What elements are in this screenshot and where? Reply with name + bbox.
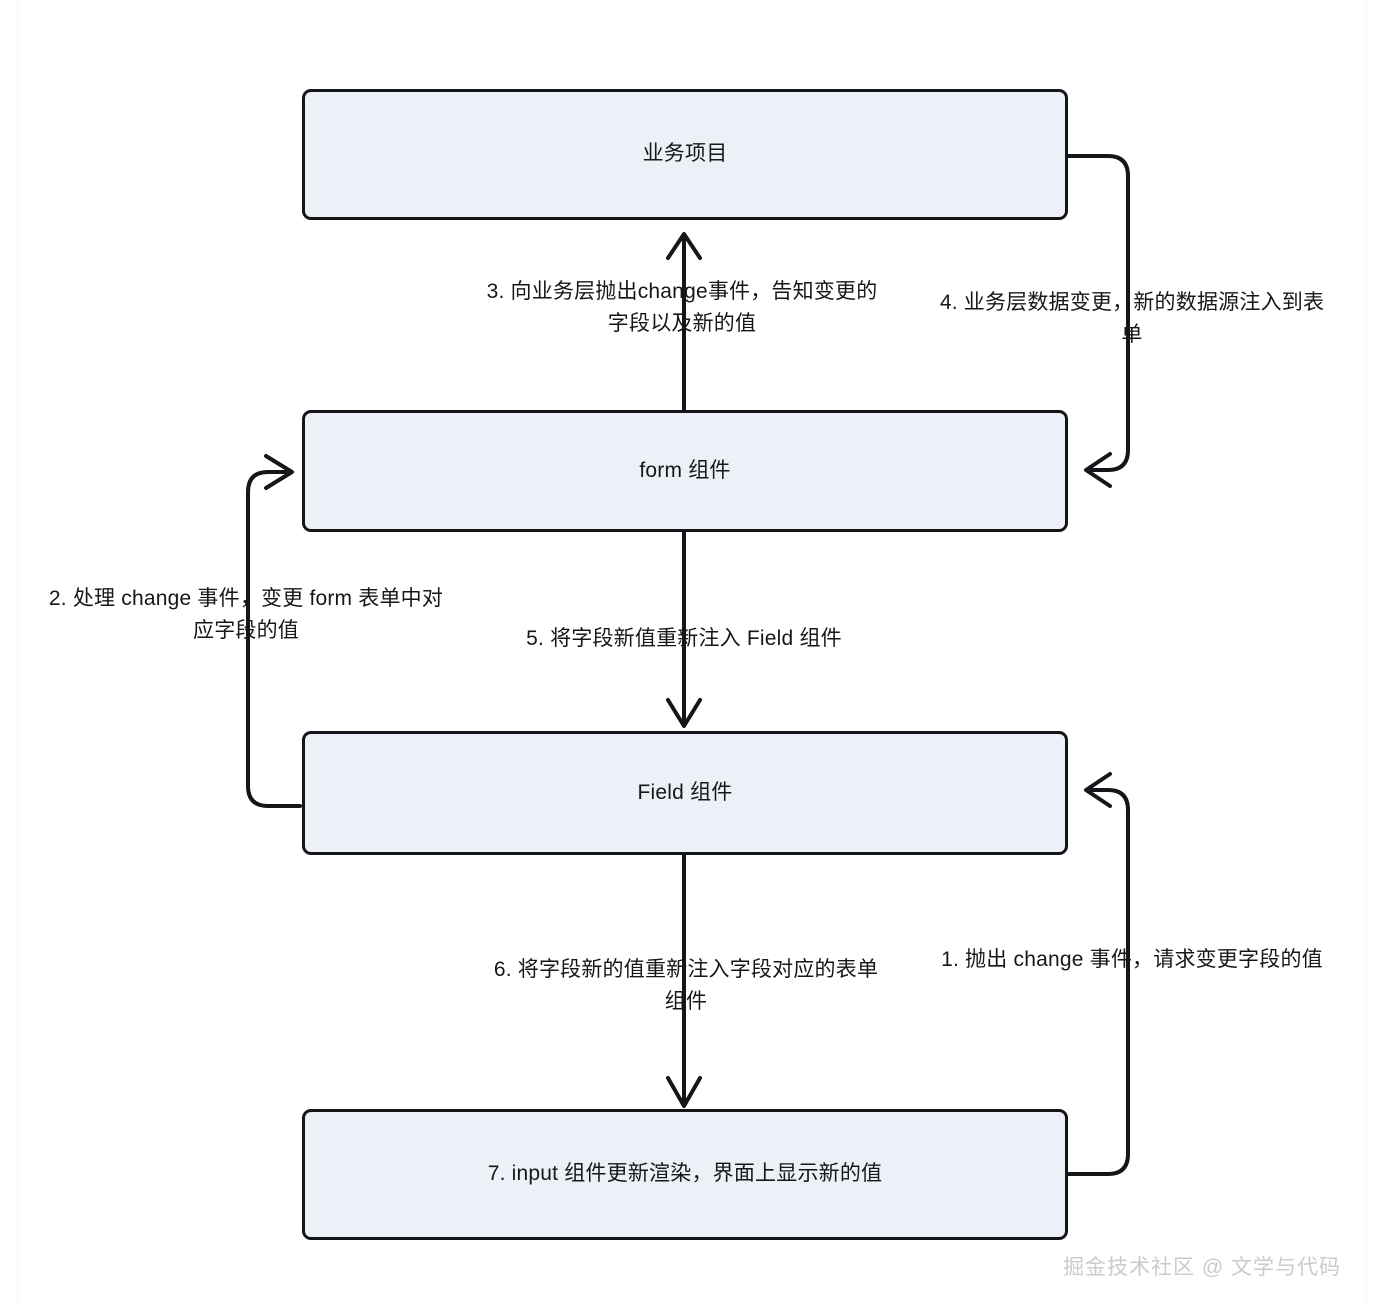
edge-6-connector <box>666 853 702 1108</box>
watermark-text: 掘金技术社区 @ 文学与代码 <box>1063 1256 1341 1279</box>
edge-1-connector <box>1066 772 1130 1176</box>
edge-label-1: 1. 抛出 change 事件，请求变更字段的值 <box>941 948 1323 971</box>
node-input-component[interactable]: 7. input 组件更新渲染，界面上显示新的值 <box>302 1109 1068 1240</box>
edge-label-6: 6. 将字段新的值重新注入字段对应的表单 组件 <box>493 958 879 1013</box>
edge-5-connector <box>666 530 702 728</box>
edge-label-5: 5. 将字段新值重新注入 Field 组件 <box>526 627 842 650</box>
node-field-component-label: Field 组件 <box>637 780 733 804</box>
edge-label-2: 2. 处理 change 事件，变更 form 表单中对 应字段的值 <box>48 587 444 642</box>
node-form-component-label: form 组件 <box>639 458 731 482</box>
edge-label-3: 3. 向业务层抛出change事件，告知变更的 字段以及新的值 <box>486 280 878 335</box>
node-business-project-label: 业务项目 <box>642 142 728 166</box>
edge-label-4: 4. 业务层数据变更，新的数据源注入到表 单 <box>939 291 1325 346</box>
edge-2-connector <box>246 454 302 808</box>
edge-3-connector <box>666 232 702 412</box>
node-form-component[interactable]: form 组件 <box>302 410 1068 532</box>
node-field-component[interactable]: Field 组件 <box>302 731 1068 855</box>
edge-4-connector <box>1066 154 1130 488</box>
node-input-component-label: 7. input 组件更新渲染，界面上显示新的值 <box>487 1162 883 1186</box>
node-business-project[interactable]: 业务项目 <box>302 89 1068 220</box>
